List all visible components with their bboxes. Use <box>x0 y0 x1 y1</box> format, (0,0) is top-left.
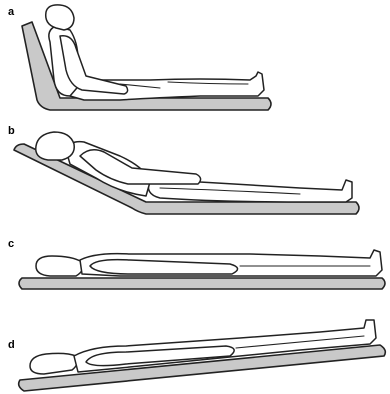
panel-a-head <box>46 5 74 30</box>
panel-d: d <box>8 320 385 391</box>
panel-c-label: c <box>8 238 14 250</box>
panel-c-patient <box>36 250 382 276</box>
panel-b-label: b <box>8 125 15 137</box>
panel-b: b <box>8 125 359 214</box>
panel-d-label: d <box>8 339 15 351</box>
panel-b-patient <box>36 132 352 202</box>
panel-a-patient <box>46 5 264 100</box>
panel-a: a <box>8 5 271 110</box>
panel-c-bed <box>19 278 385 289</box>
panel-c-head <box>36 256 83 276</box>
panel-d-head <box>30 353 77 374</box>
panel-c: c <box>8 238 385 289</box>
panel-b-head <box>36 132 75 160</box>
panel-a-label: a <box>8 6 15 18</box>
